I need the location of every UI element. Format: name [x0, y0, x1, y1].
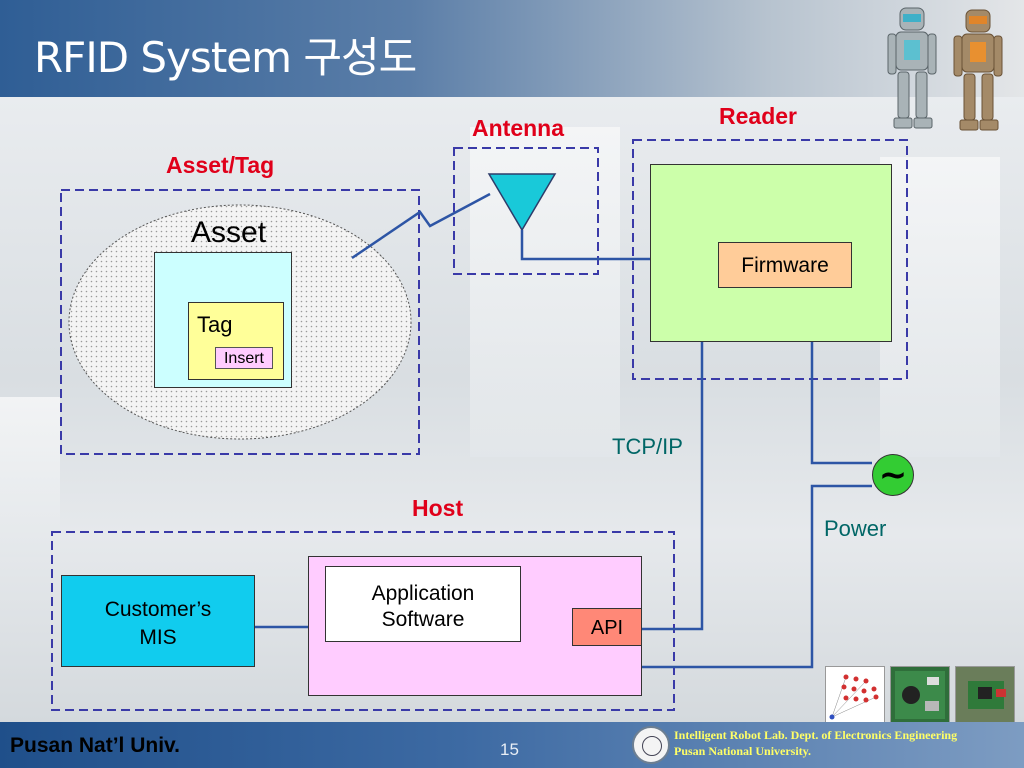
antenna-group-border: [453, 147, 599, 275]
application-software-box: Application Software: [325, 566, 521, 642]
asset-label: Asset: [191, 216, 267, 249]
api-box: API: [572, 608, 642, 646]
host-group-border: [51, 531, 675, 711]
footer-lab-info: Intelligent Robot Lab. Dept. of Electron…: [674, 727, 957, 759]
application-software-line1: Application: [371, 582, 475, 605]
power-line-host: [642, 484, 872, 669]
customers-mis-line2: MIS: [139, 626, 177, 649]
reader-label: Reader: [719, 103, 797, 129]
footer-lab-line1: Intelligent Robot Lab. Dept. of Electron…: [674, 728, 958, 742]
application-software-line2: Software: [381, 608, 465, 631]
host-label: Host: [412, 495, 464, 521]
firmware-box: Firmware: [718, 242, 852, 288]
background-window: [880, 157, 1000, 457]
tag-label: Tag: [197, 312, 233, 337]
slide-title: RFID System 구성도: [34, 33, 417, 82]
antenna-label: Antenna: [472, 115, 564, 141]
tcpip-line: [642, 342, 704, 631]
robots-image: [887, 7, 1003, 131]
university-seal-icon: [632, 726, 670, 764]
power-source-icon: ~: [872, 454, 914, 496]
slide-header: RFID System 구성도: [0, 0, 1024, 97]
power-label: Power: [824, 516, 887, 541]
wireless-link: [351, 192, 491, 260]
antenna-icon: [487, 173, 557, 232]
customers-mis-box: Customer’s MIS: [61, 575, 255, 667]
customers-mis-line1: Customer’s: [104, 598, 212, 621]
insert-box: Insert: [215, 347, 273, 369]
power-line-reader: [810, 342, 872, 465]
antenna-reader-line: [520, 230, 650, 261]
asset-tag-group-border: [60, 189, 420, 455]
footer-university-name: Pusan Nat’l Univ.: [10, 734, 180, 757]
slide-footer: Pusan Nat’l Univ. 15 Intelligent Robot L…: [0, 722, 1024, 768]
page-number: 15: [500, 740, 519, 759]
asset-tag-label: Asset/Tag: [166, 152, 275, 178]
footer-lab-line2: Pusan National University.: [674, 744, 812, 758]
module-board-thumbnail-image: [955, 666, 1015, 724]
circuit-board-thumbnail-image: [890, 666, 950, 724]
background-window: [0, 397, 60, 557]
tcpip-label: TCP/IP: [612, 434, 683, 459]
reader-group-border: [632, 139, 908, 380]
network-thumbnail-image: [825, 666, 885, 724]
